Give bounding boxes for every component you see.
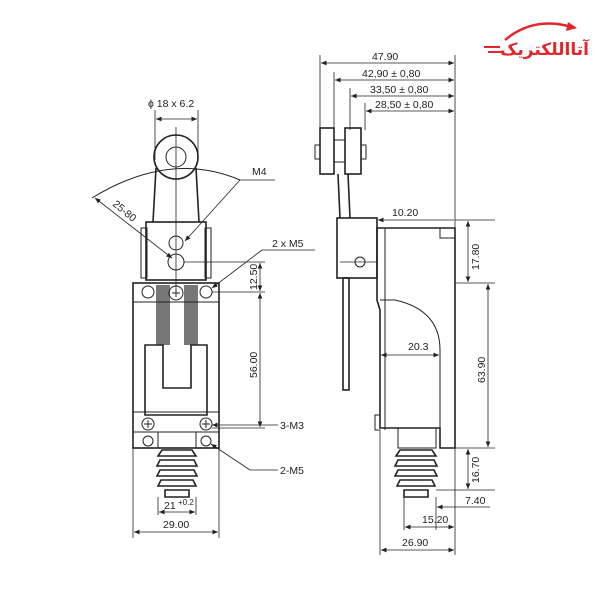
dim-10-20: 10.20 xyxy=(392,207,418,219)
screw-bottom-left xyxy=(141,417,155,431)
dim-63-90: 63.90 xyxy=(476,357,488,383)
dim-33-50: 33,50 ± 0,80 xyxy=(370,84,428,96)
plunger-rod xyxy=(342,277,350,391)
screw-top xyxy=(168,285,184,301)
front-view: ϕ 18 x 6.2 25-80 M4 2 x M5 12.50 56.00 3… xyxy=(91,98,315,538)
lever-sweep-arc xyxy=(91,167,241,199)
brand-logo: آتااللکتریک xyxy=(484,22,590,60)
dim-20-3: 20.3 xyxy=(408,341,429,353)
roller-side-left xyxy=(319,127,335,175)
head-side xyxy=(336,217,378,279)
roller-side-right xyxy=(344,127,362,175)
two-m5-bottom-label: 2-M5 xyxy=(280,465,304,477)
boot xyxy=(155,449,199,498)
body-side xyxy=(376,227,456,449)
m5-hole-left xyxy=(141,285,155,299)
springs xyxy=(156,285,198,345)
boot-side xyxy=(393,449,439,498)
dim-7-40: 7.40 xyxy=(465,495,486,507)
dim-28-50: 28,50 ± 0,80 xyxy=(375,99,433,111)
plunger-slot xyxy=(144,344,208,416)
dim-56-00: 56.00 xyxy=(248,352,260,378)
side-view: 47.90 42,90 ± 0,80 33,50 ± 0,80 28,50 ± … xyxy=(314,51,495,555)
m4-label: M4 xyxy=(252,166,267,178)
two-m5-top-label: 2 x M5 xyxy=(272,238,304,250)
dim-12-50: 12.50 xyxy=(248,264,260,290)
dim-16-70: 16.70 xyxy=(470,457,482,483)
dim-21-tolerance: +0.2 xyxy=(178,498,194,507)
dim-21: 21 xyxy=(164,500,176,512)
logo-text: آتااللکتریک xyxy=(500,38,590,60)
m5-hole-right xyxy=(199,285,213,299)
dim-47-90: 47.90 xyxy=(372,51,398,63)
dim-17-80: 17.80 xyxy=(470,244,482,270)
lever-side xyxy=(337,173,351,219)
dim-26-90: 26.90 xyxy=(402,537,428,549)
dim-15-20: 15.20 xyxy=(422,514,448,526)
dim-29-00: 29.00 xyxy=(163,519,189,531)
roller-dim-label: ϕ 18 x 6.2 xyxy=(148,98,194,110)
three-m3-label: 3-M3 xyxy=(280,420,304,432)
dim-42-90: 42,90 ± 0,80 xyxy=(362,68,420,80)
